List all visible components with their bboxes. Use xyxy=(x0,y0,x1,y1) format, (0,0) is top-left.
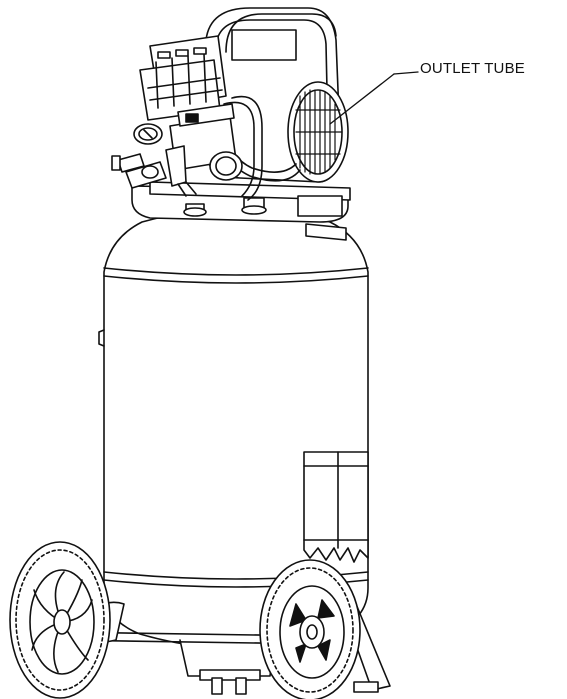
outlet-tube-leader xyxy=(330,72,418,124)
pressure-manifold xyxy=(112,104,242,196)
right-wheel xyxy=(260,560,360,699)
cylinder-head xyxy=(140,36,226,120)
fan-grille xyxy=(296,90,342,174)
outlet-tube-callout-label: OUTLET TUBE xyxy=(420,60,526,77)
warning-label xyxy=(304,452,368,562)
left-wheel xyxy=(10,542,110,698)
